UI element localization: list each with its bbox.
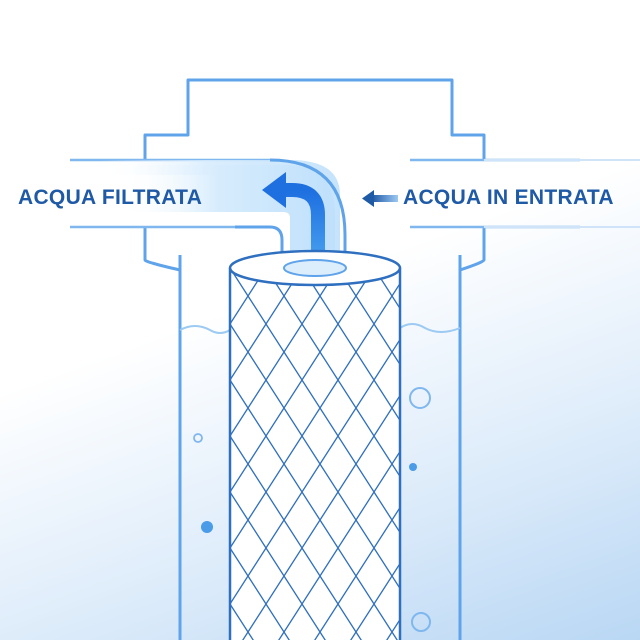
inlet-pipe <box>410 158 640 229</box>
housing-bowl <box>178 255 462 640</box>
filter-cartridge <box>228 249 402 640</box>
riser-pipe-outline <box>235 158 347 280</box>
bubbles <box>193 387 431 632</box>
housing-head <box>143 78 486 272</box>
arrow-left-icon <box>362 190 398 207</box>
outlet-label: ACQUA FILTRATA <box>18 186 203 209</box>
inlet-label: ACQUA IN ENTRATA <box>403 186 614 209</box>
water-surface <box>179 323 461 334</box>
curved-arrow-icon <box>262 172 325 275</box>
